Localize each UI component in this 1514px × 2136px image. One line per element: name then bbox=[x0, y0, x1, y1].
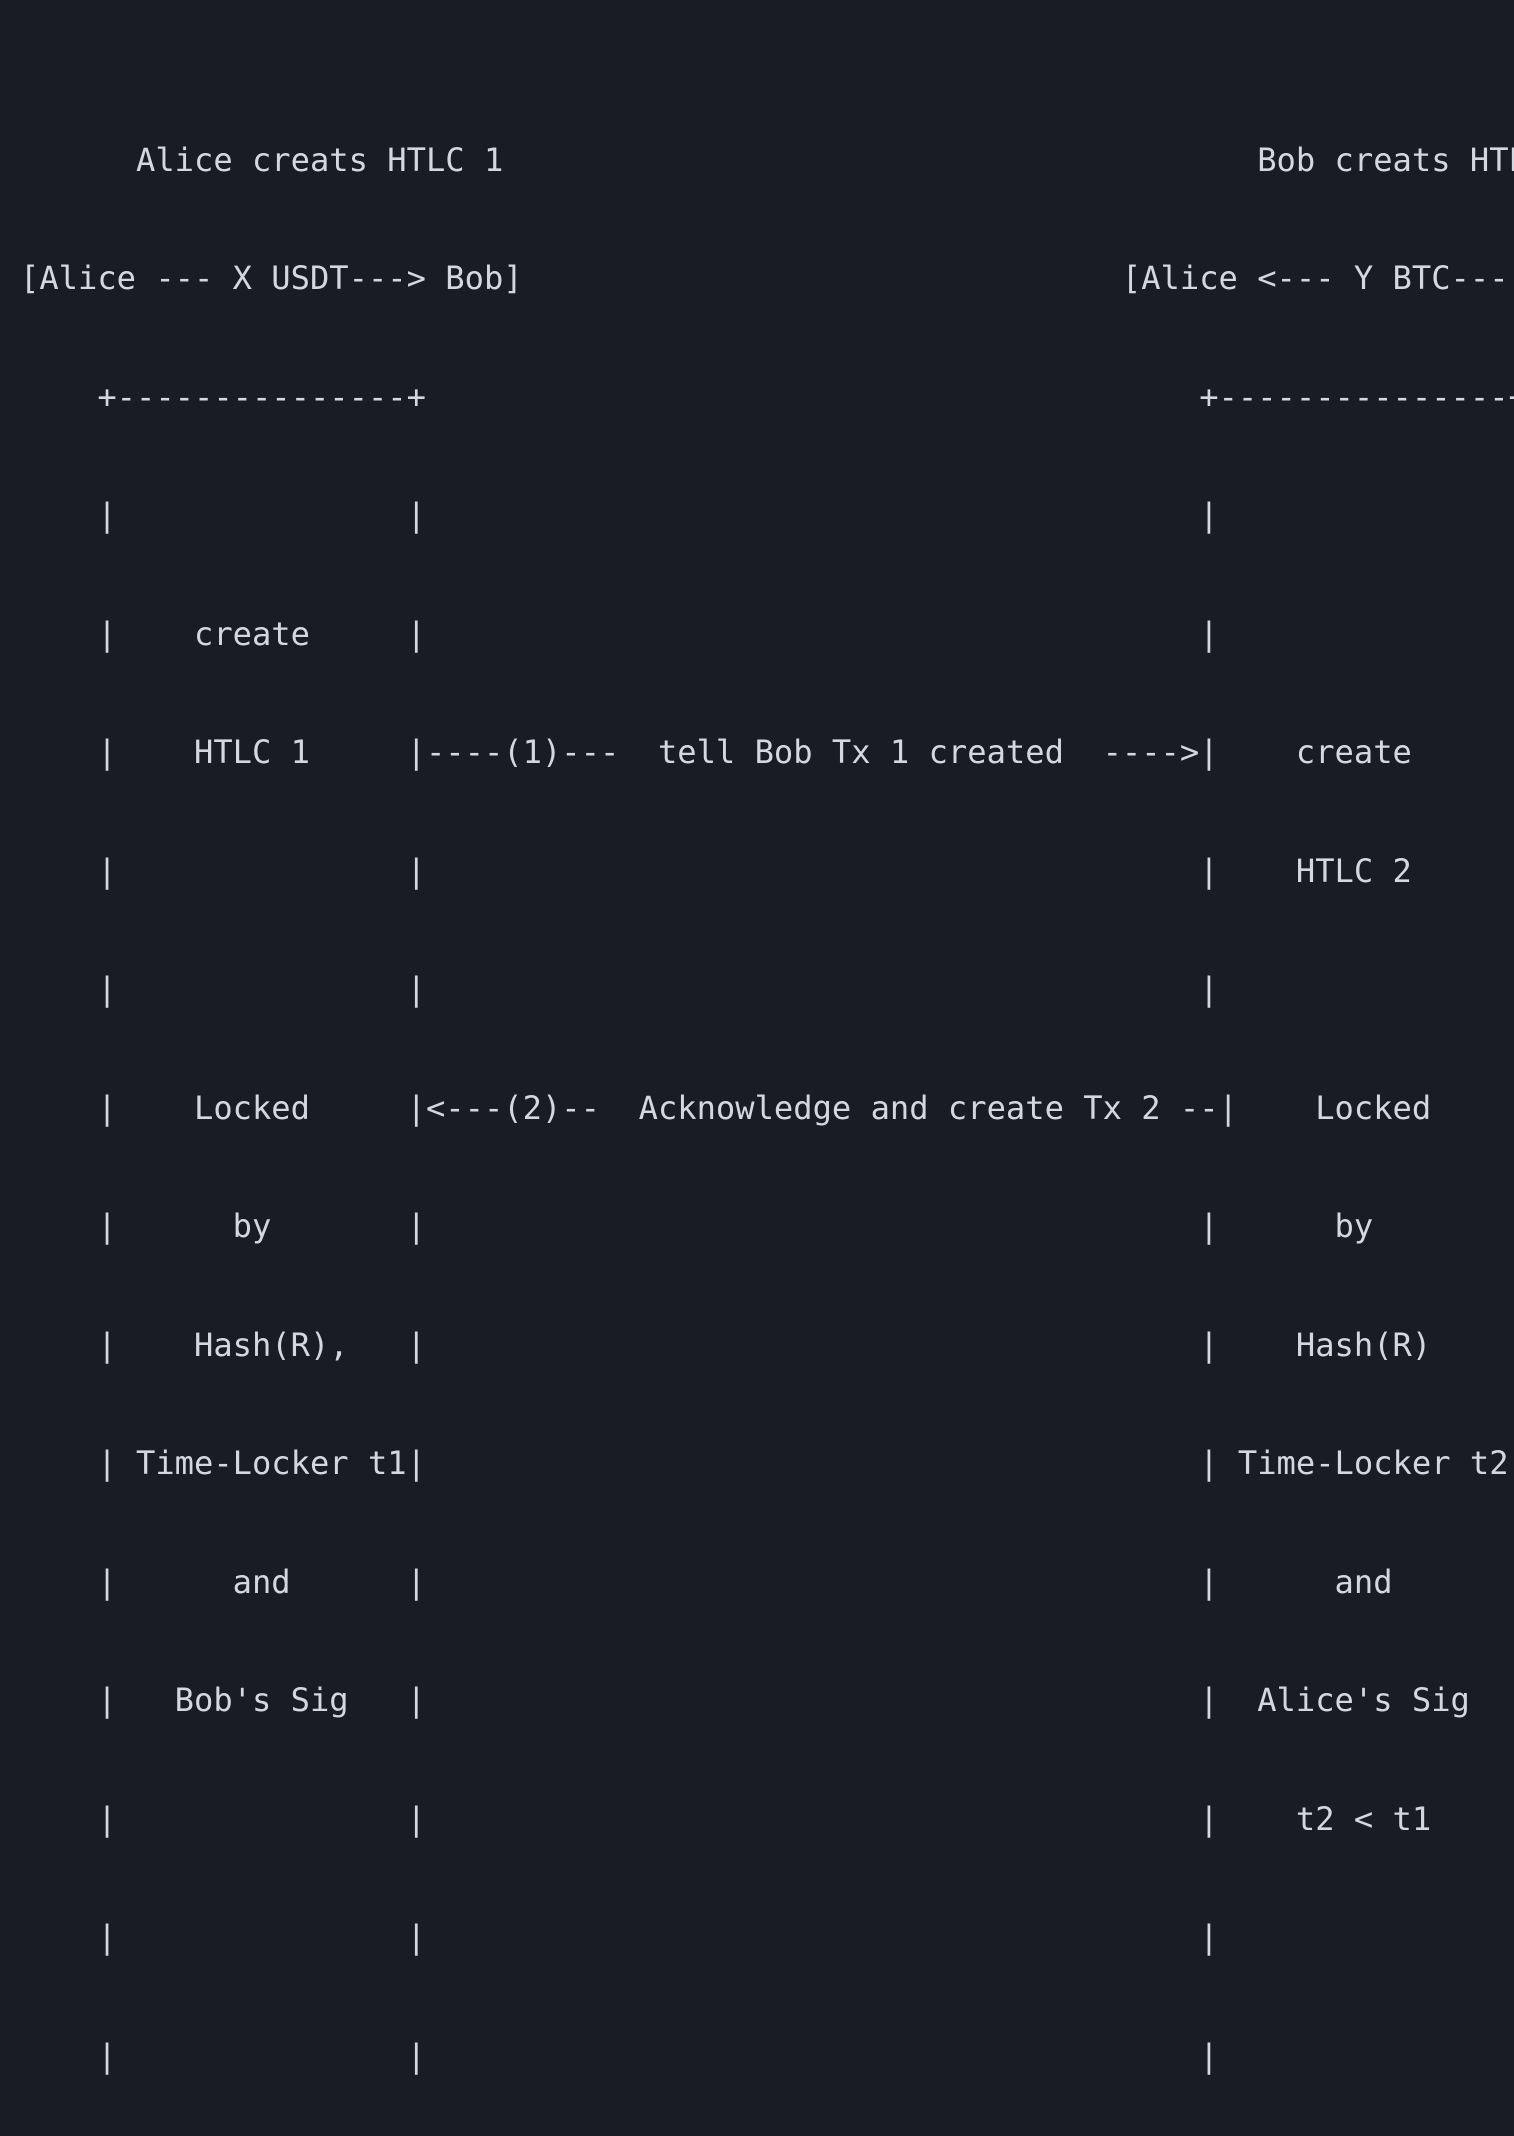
diagram-line-time-locker: | Time-Locker t1| | Time-Locker t2| bbox=[20, 1444, 1514, 1482]
diagram-line-signatures: | Bob's Sig | | Alice's Sig | bbox=[20, 1681, 1514, 1719]
diagram-line-and: | and | | and | bbox=[20, 1562, 1514, 1601]
diagram-line-subheadings: [Alice --- X USDT---> Bob] [Alice <--- Y… bbox=[20, 259, 1514, 297]
diagram-line-blank-1: | | | | bbox=[20, 496, 1514, 534]
diagram-line-box-top-border: +---------------+ +---------------+ bbox=[20, 377, 1514, 416]
diagram-line-create-label: | create | | | bbox=[20, 614, 1514, 653]
diagram-line-htlc2-label: | | | HTLC 2 | bbox=[20, 851, 1514, 890]
diagram-line-blank-3: | | | | bbox=[20, 1918, 1514, 1956]
diagram-line-headings: Alice creats HTLC 1 Bob creats HTLC 2 bbox=[20, 140, 1514, 179]
ascii-diagram-canvas: Alice creats HTLC 1 Bob creats HTLC 2 [A… bbox=[20, 140, 1514, 2075]
diagram-line-message-1: | HTLC 1 |----(1)--- tell Bob Tx 1 creat… bbox=[20, 733, 1514, 771]
diagram-line-blank-4: | | | | bbox=[20, 2036, 1514, 2075]
diagram-line-message-2: | Locked |<---(2)-- Acknowledge and crea… bbox=[20, 1088, 1514, 1127]
diagram-line-blank-2: | | | | bbox=[20, 970, 1514, 1008]
diagram-line-hash-r: | Hash(R), | | Hash(R) | bbox=[20, 1325, 1514, 1364]
diagram-line-t2-lt-t1: | | | t2 < t1 | bbox=[20, 1799, 1514, 1838]
diagram-line-locked-by: | by | | by | bbox=[20, 1207, 1514, 1245]
